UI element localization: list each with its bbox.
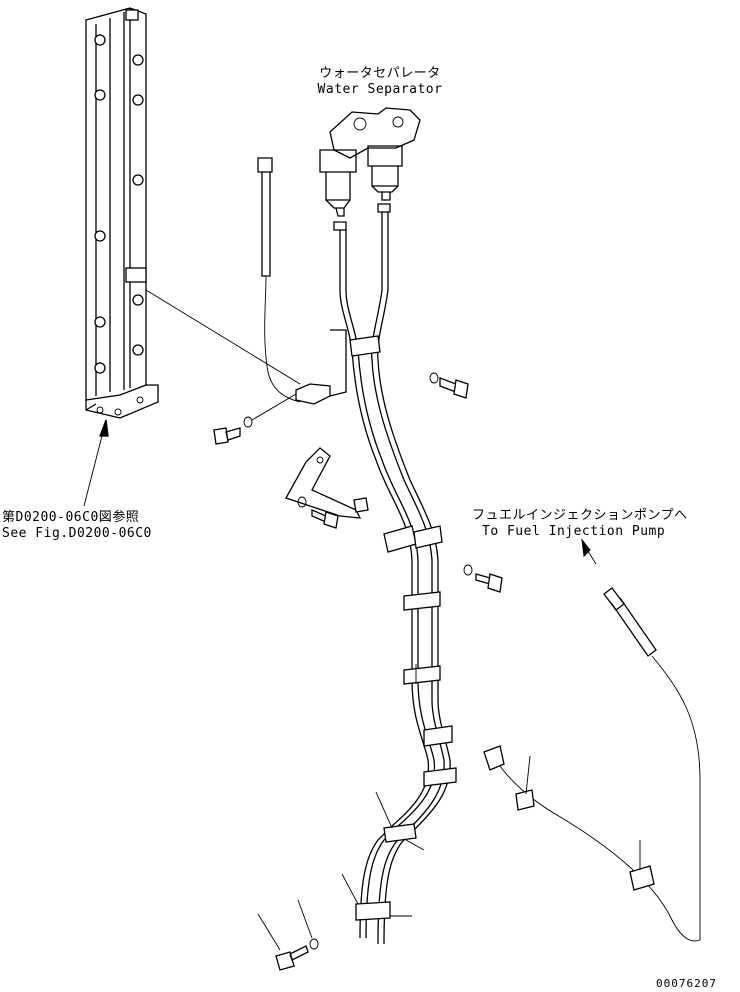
- bolt-upper-right: [429, 372, 469, 399]
- part-number: 00076207: [656, 977, 717, 990]
- see-fig-arrow: [83, 419, 109, 507]
- bolt-middle: [297, 496, 339, 529]
- see-figure-label-en: See Fig.D0200-06C0: [2, 526, 152, 541]
- water-separator-label-jp: ウォータセパレータ: [319, 66, 441, 81]
- frame-bracket: [85, 7, 159, 419]
- hose-bracket-plate: [295, 329, 347, 405]
- injection-pump-line: [483, 538, 701, 942]
- callout-leaders: [257, 664, 425, 951]
- bolt-right: [463, 564, 503, 593]
- injection-pump-label-en: To Fuel Injection Pump: [482, 524, 666, 539]
- bolt-left: [213, 393, 297, 445]
- small-bracket: [285, 447, 369, 519]
- see-figure-label-jp: 第D0200-06C0図参照: [2, 510, 140, 525]
- injection-pump-label-jp: フュエルインジェクションポンプへ: [472, 508, 688, 523]
- loose-hose: [257, 157, 301, 403]
- water-separator-label-en: Water Separator: [317, 82, 443, 97]
- frame-leader-line: [145, 289, 301, 385]
- bolt-bottom: [275, 938, 319, 971]
- water-separator-label: ウォータセパレータ Water Separator: [300, 66, 460, 98]
- pipe-clamps: [349, 335, 457, 921]
- injection-pump-label: フュエルインジェクションポンプへ To Fuel Injection Pump: [472, 508, 688, 540]
- water-separator: [319, 107, 421, 231]
- see-figure-label: 第D0200-06C0図参照 See Fig.D0200-06C0: [2, 510, 152, 542]
